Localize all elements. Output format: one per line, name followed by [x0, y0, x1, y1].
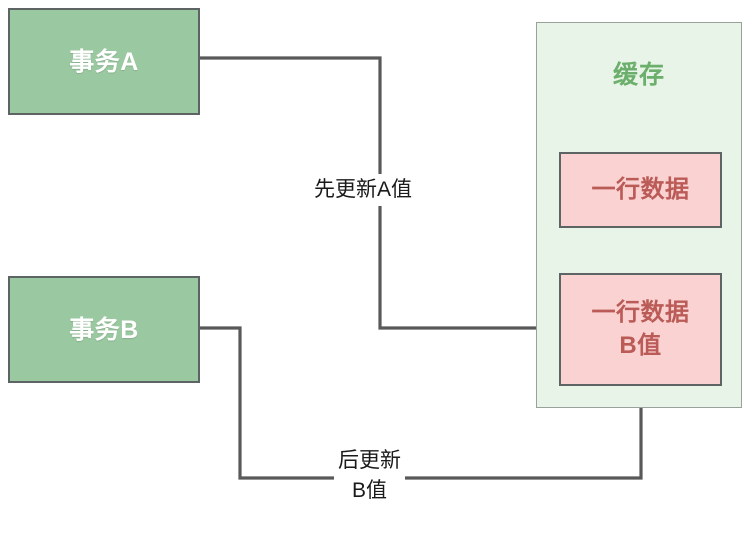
node-cache-row-2[interactable]: 一行数据 B值 — [559, 273, 722, 386]
edge-label-update-b: 后更新 B值 — [334, 445, 405, 508]
cache-row-2-line-2: B值 — [619, 331, 662, 359]
cache-row-2-line-1: 一行数据 — [591, 299, 690, 327]
node-transaction-a[interactable]: 事务A — [8, 8, 200, 115]
node-transaction-b-label: 事务B — [69, 315, 139, 344]
cache-row-1-line-1: 一行数据 — [591, 175, 690, 203]
node-cache-row-1[interactable]: 一行数据 — [559, 152, 722, 228]
cache-panel-title: 缓存 — [612, 61, 665, 89]
edge-b-to-cache — [200, 326, 646, 480]
node-transaction-b[interactable]: 事务B — [8, 276, 200, 383]
edge-label-update-a: 先更新A值 — [310, 174, 417, 207]
node-transaction-a-label: 事务A — [69, 47, 139, 76]
